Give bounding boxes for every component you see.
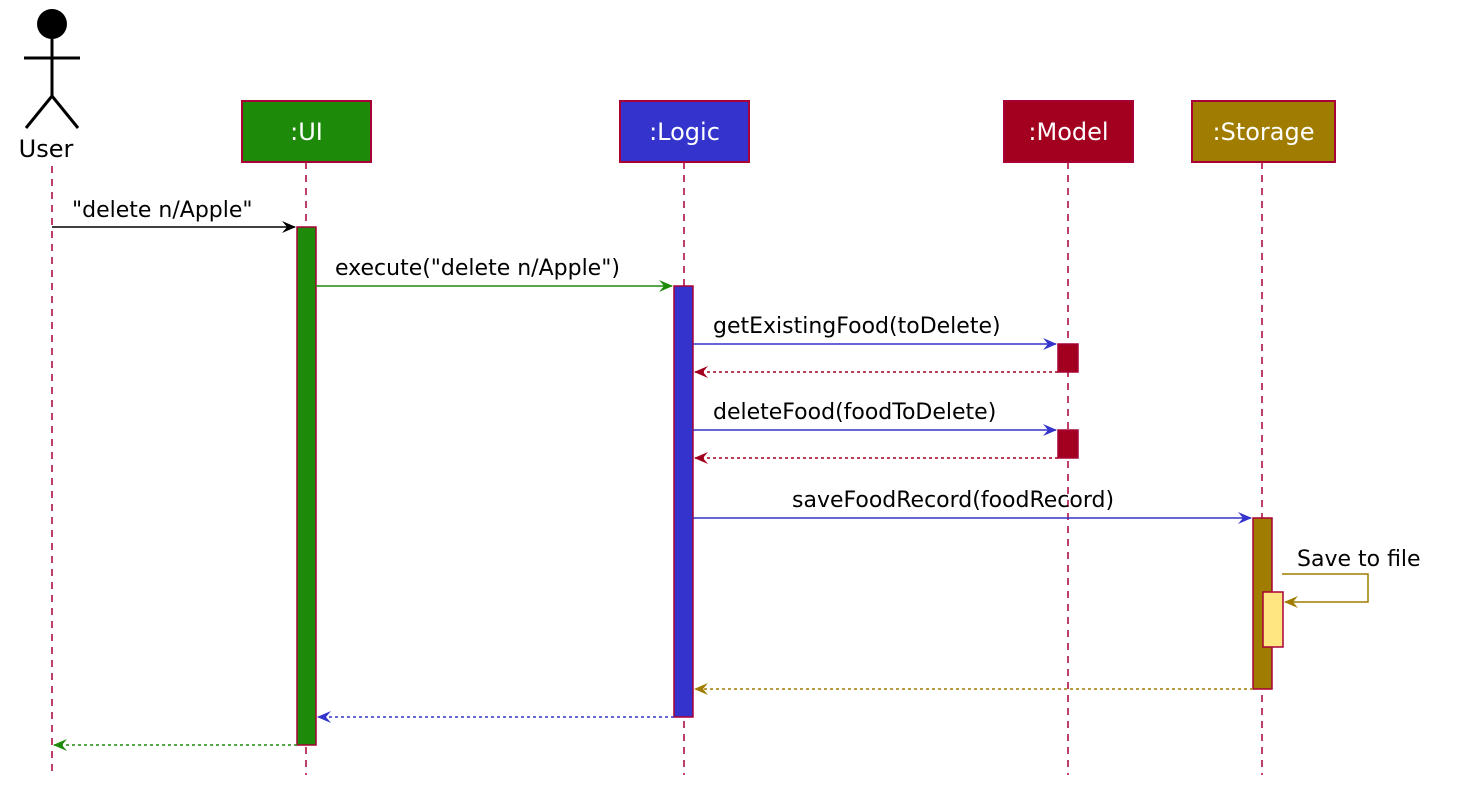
participant-ui-label: :UI	[290, 118, 323, 146]
message-label: deleteFood(foodToDelete)	[713, 400, 996, 425]
message-label: execute("delete n/Apple")	[335, 256, 620, 281]
activation-logic	[673, 285, 694, 718]
participant-logic-label: :Logic	[649, 118, 720, 146]
participant-ui: :UI	[241, 100, 372, 163]
participant-model: :Model	[1003, 100, 1134, 163]
participant-storage-box	[1191, 100, 1336, 163]
message-logic-to-model-delete: deleteFood(foodToDelete)	[693, 400, 1057, 436]
message-label: saveFoodRecord(foodRecord)	[792, 488, 1114, 513]
participant-logic-box	[619, 100, 750, 163]
participant-model-box	[1003, 100, 1134, 163]
participant-storage-label: :Storage	[1213, 118, 1315, 146]
participant-logic: :Logic	[619, 100, 750, 163]
participant-storage: :Storage	[1191, 100, 1336, 163]
user-actor: User	[19, 9, 80, 163]
message-label: Save to file	[1297, 547, 1421, 572]
activation-model-1	[1057, 343, 1079, 373]
message-logic-to-storage: saveFoodRecord(foodRecord)	[693, 488, 1252, 524]
activation-model-2	[1057, 429, 1079, 459]
self-message-storage: Save to file	[1282, 547, 1421, 608]
message-label: getExistingFood(toDelete)	[713, 314, 1001, 339]
actor-label: User	[19, 135, 74, 163]
message-user-to-ui: "delete n/Apple"	[52, 198, 296, 233]
message-logic-to-model-get: getExistingFood(toDelete)	[693, 314, 1057, 350]
actor-head-icon	[37, 9, 67, 39]
activation-storage-nested	[1262, 591, 1284, 648]
participant-model-label: :Model	[1028, 118, 1108, 146]
message-label: "delete n/Apple"	[72, 198, 253, 223]
participant-ui-box	[241, 100, 372, 163]
activation-ui	[296, 226, 317, 746]
message-ui-to-logic: execute("delete n/Apple")	[316, 256, 673, 292]
